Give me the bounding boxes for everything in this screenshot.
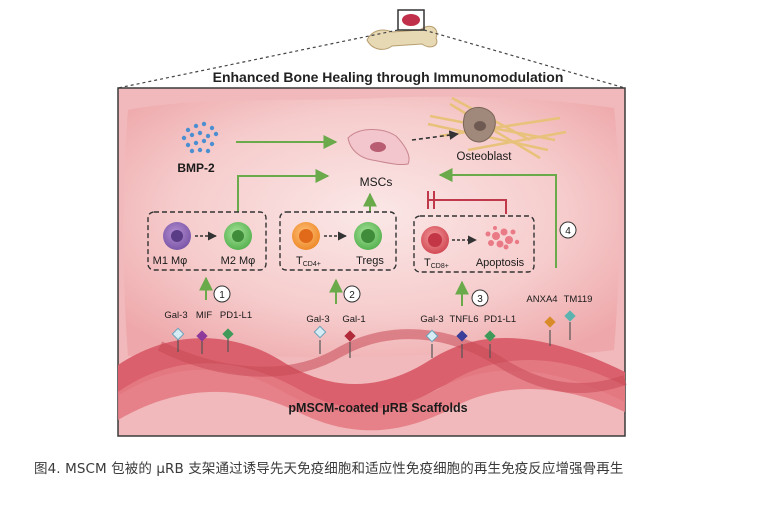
marker-mif-g1: MIF — [196, 310, 213, 321]
marker-pdl1-g3: PD1-L1 — [484, 314, 516, 325]
step2-badge — [343, 285, 361, 303]
marker-pin-mif-g1 — [196, 330, 208, 354]
scaffold-ribbons — [118, 329, 627, 431]
bone-icon — [366, 9, 438, 50]
group2-box — [279, 211, 397, 271]
apoptosis-label: Apoptosis — [476, 257, 525, 269]
marker-gal1-g2: Gal-1 — [342, 314, 365, 325]
marker-pin-tnfl6-g3 — [456, 330, 468, 358]
diagram-title: Enhanced Bone Healing through Immunomodu… — [213, 69, 564, 85]
tcd4-nucleus-icon — [299, 229, 313, 243]
step4-badge — [559, 221, 577, 239]
marker-pin-gal3-g3 — [425, 329, 439, 358]
marker-tnfl6-g3: TNFL6 — [449, 314, 478, 325]
marker-pin-pdl1-g1 — [222, 328, 234, 352]
osteoblast-label: Osteoblast — [457, 151, 513, 163]
zoom-line-right — [423, 29, 626, 89]
group1-box — [147, 211, 267, 271]
marker-pin-pdl1-g3 — [484, 330, 496, 358]
step4-number: 4 — [565, 226, 571, 237]
arrow-mscs-to-osteoblast — [411, 130, 459, 141]
msc-cell-icon — [347, 129, 410, 165]
tcd8-label: TCD8+ — [424, 257, 449, 270]
marker-anxa4: ANXA4 — [526, 294, 557, 305]
marker-tm119: TM119 — [564, 294, 593, 305]
marker-pdl1-g1: PD1-L1 — [220, 310, 252, 321]
step1-number: 1 — [219, 290, 225, 301]
bmp2-label: BMP-2 — [177, 161, 215, 175]
tcd4-label: TCD4+ — [296, 255, 321, 268]
apoptosis-icon — [485, 226, 520, 250]
scaffold-label: pMSCM-coated μRB Scaffolds — [288, 401, 467, 415]
marker-pin-tm119 — [564, 310, 576, 340]
arrow-step4-to-mscs — [438, 168, 557, 268]
tregs-nucleus-icon — [361, 229, 375, 243]
marker-pin-anxa4 — [544, 316, 556, 346]
marker-pin-gal3-g2 — [313, 325, 327, 354]
group3-box — [413, 215, 535, 273]
mscs-label: MSCs — [360, 175, 393, 189]
step3-number: 3 — [477, 294, 483, 305]
m2-nucleus-icon — [232, 230, 244, 242]
osteoblast-icon — [427, 96, 567, 160]
m2-label: M2 Mφ — [221, 255, 256, 267]
marker-pin-gal1-g2 — [344, 330, 356, 358]
step3-badge — [471, 289, 489, 307]
step2-number: 2 — [349, 290, 355, 301]
marker-gal3-g3: Gal-3 — [420, 314, 443, 325]
m1-nucleus-icon — [171, 230, 183, 242]
inhibition-arrow — [427, 191, 507, 214]
tcd8-nucleus-icon — [428, 233, 442, 247]
tregs-label: Tregs — [356, 255, 384, 267]
arrow-m2-to-mscs — [237, 169, 330, 212]
marker-gal3-g2: Gal-3 — [306, 314, 329, 325]
m1-label: M1 Mφ — [153, 255, 188, 267]
bmp2-dots — [181, 121, 219, 154]
step1-badge — [213, 285, 231, 303]
figure-caption: 图4. MSCM 包被的 μRB 支架通过诱导先天免疫细胞和适应性免疫细胞的再生… — [34, 461, 624, 477]
marker-gal3-g1: Gal-3 — [164, 310, 187, 321]
marker-pin-gal3-g1 — [171, 327, 185, 352]
